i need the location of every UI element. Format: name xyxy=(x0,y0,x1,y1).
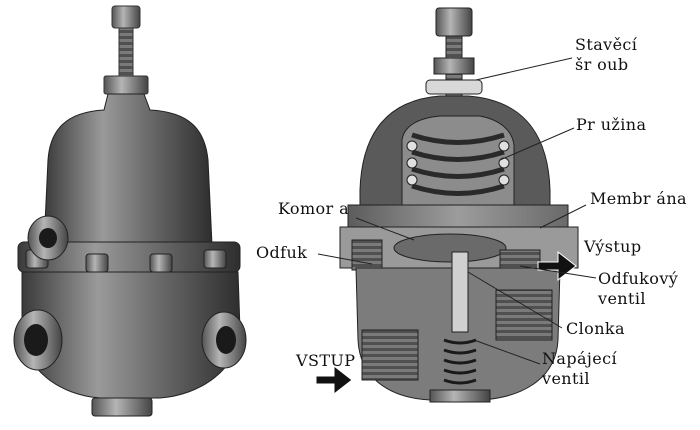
cut-bottom-cap xyxy=(429,389,491,403)
cut-vent-thread xyxy=(351,239,383,271)
photo-screw-thread xyxy=(118,27,134,81)
label-inlet: VSTUP xyxy=(295,351,355,370)
label-adjusting-screw-line2: šr oub xyxy=(575,55,629,74)
cut-diaphragm-plate xyxy=(347,204,569,228)
cut-supply-valve-spring xyxy=(443,338,477,385)
label-orifice: Clonka xyxy=(566,319,625,338)
cut-chamber-cavity xyxy=(393,233,507,263)
label-outlet: Výstup xyxy=(583,237,642,256)
leader-lines xyxy=(317,57,597,365)
cut-spring xyxy=(411,132,505,196)
label-spring: Pr užina xyxy=(576,115,646,134)
label-relief-valve-line2: ventil xyxy=(597,289,646,308)
photo-bottom-plug xyxy=(91,397,153,417)
label-chamber: Komor a xyxy=(278,199,349,218)
leader-vent xyxy=(317,253,373,265)
leader-orifice xyxy=(467,271,563,329)
labels: Stavěcí šr oub Pr užina Komor a Membr án… xyxy=(256,35,687,388)
leader-adjusting-screw xyxy=(475,57,573,81)
leader-diaphragm xyxy=(539,204,587,229)
leader-supply-valve xyxy=(473,339,541,365)
leader-spring xyxy=(499,127,575,161)
cut-screw-head xyxy=(435,7,473,37)
photo-locknut xyxy=(103,75,149,95)
regulator-photo xyxy=(13,5,247,417)
label-adjusting-screw-line1: Stavěcí xyxy=(575,35,638,54)
leader-relief-valve xyxy=(519,265,597,279)
cut-valve-stem xyxy=(451,251,469,333)
cut-washer xyxy=(425,79,483,95)
label-relief-valve-line1: Odfukový xyxy=(598,269,678,288)
label-supply-valve-line2: ventil xyxy=(541,369,590,388)
label-diaphragm: Membr ána xyxy=(590,189,687,208)
cut-locknut xyxy=(433,57,475,75)
cut-inlet-thread xyxy=(361,329,419,381)
regulator-cutaway xyxy=(339,7,579,403)
label-vent: Odfuk xyxy=(256,243,307,262)
leader-chamber xyxy=(355,217,415,241)
photo-screw-head xyxy=(111,5,141,29)
cut-outlet-thread xyxy=(495,289,553,341)
inlet-flow-arrow xyxy=(315,364,353,396)
label-supply-valve-line1: Napájecí xyxy=(542,349,618,368)
photo-bonnet xyxy=(43,93,213,246)
